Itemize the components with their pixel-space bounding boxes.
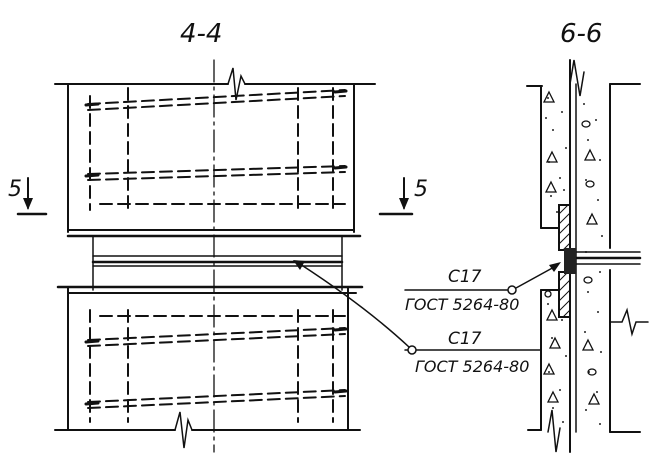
cut-mark-left: 5 [8, 177, 48, 216]
weld-callout-upper-mark: С17 [448, 267, 482, 287]
section-title-right: 6-6 [560, 19, 602, 49]
cut-mark-right-label: 5 [414, 177, 428, 202]
weld-callout-lower-mark: С17 [448, 329, 482, 349]
cut-mark-left-label: 5 [8, 177, 22, 202]
section-title-left: 4-4 [180, 19, 222, 49]
weld-callout-upper-standard: ГОСТ 5264-80 [405, 295, 519, 314]
weld-callout-lower-standard: ГОСТ 5264-80 [415, 357, 529, 376]
weld-callout-upper: С17 ГОСТ 5264-80 [404, 262, 561, 314]
section-6-6-drawing [526, 59, 649, 453]
weld-callout-lower: С17 ГОСТ 5264-80 [293, 260, 541, 376]
section-4-4-drawing [54, 59, 376, 453]
cut-mark-right: 5 [378, 177, 428, 216]
